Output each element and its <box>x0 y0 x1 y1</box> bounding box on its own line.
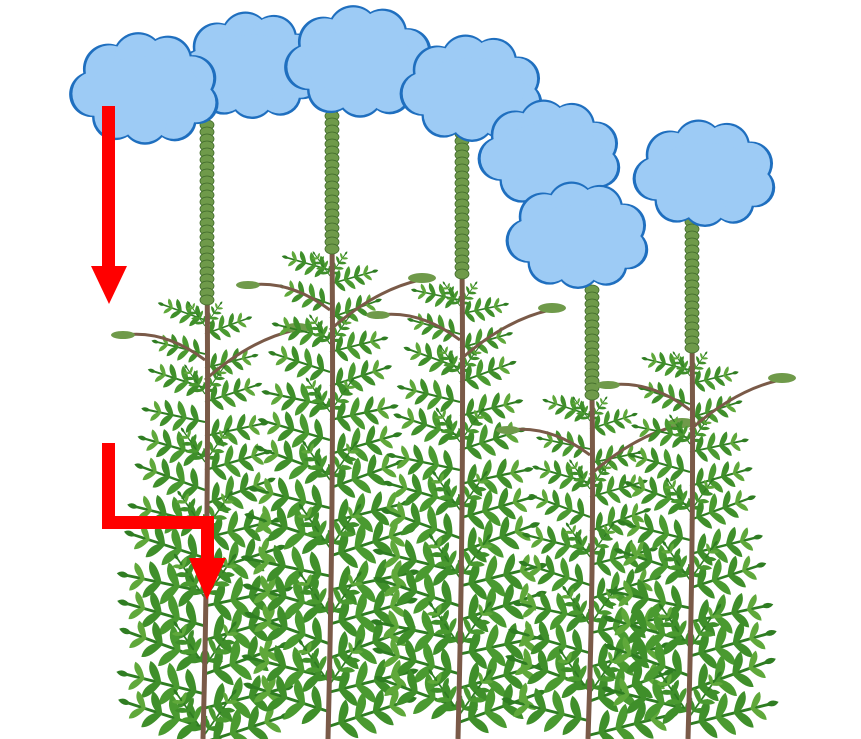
ragweed-plant-icon <box>111 120 311 739</box>
flower-spike <box>325 90 339 254</box>
pollen-cloud-icon <box>633 120 776 228</box>
flower-spike <box>585 285 599 400</box>
flower-spike <box>200 120 214 305</box>
flower-spike <box>685 210 699 353</box>
ragweed-plant-icon <box>596 210 796 739</box>
pollen-clouds <box>69 5 775 289</box>
